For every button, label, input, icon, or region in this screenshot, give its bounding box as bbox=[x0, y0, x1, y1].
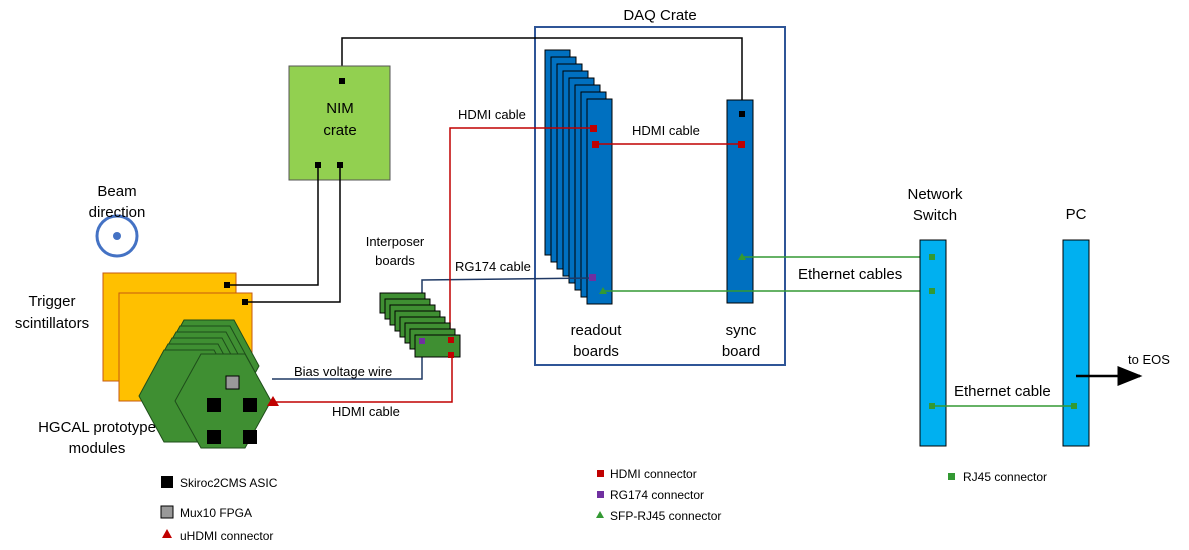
hdmi-cable-interposer-readout bbox=[449, 127, 594, 340]
hdmi-connector bbox=[738, 141, 745, 148]
beam-direction-icon bbox=[95, 214, 139, 258]
skiroc-asic bbox=[243, 430, 257, 444]
network-switch bbox=[919, 239, 947, 447]
ethernet-cable-label: Ethernet cable bbox=[954, 383, 1051, 400]
legend-rg174-label: RG174 connector bbox=[610, 488, 704, 502]
interposer-boards-stack bbox=[379, 292, 461, 358]
readout-boards-label-1: readout bbox=[571, 322, 623, 339]
nim-crate-label-1: NIM bbox=[326, 100, 354, 117]
hgcal-modules-stack bbox=[138, 319, 279, 449]
network-switch-label-1: Network bbox=[907, 186, 963, 203]
nim-crate-label-2: crate bbox=[323, 122, 356, 139]
nim-connector bbox=[315, 162, 321, 168]
trigger-label-1: Trigger bbox=[29, 293, 76, 310]
hdmi-connector bbox=[448, 337, 454, 343]
hdmi-cable-label-mid: HDMI cable bbox=[632, 123, 700, 138]
legend-sfp-swatch bbox=[596, 511, 604, 518]
readout-boards-label-2: boards bbox=[573, 343, 619, 360]
hdmi-connector bbox=[592, 141, 599, 148]
trigger-connector bbox=[224, 282, 230, 288]
mux10-fpga bbox=[225, 375, 240, 390]
hgcal-label-1: HGCAL prototype bbox=[38, 419, 156, 436]
legend-rg174-swatch bbox=[597, 491, 604, 498]
hdmi-cable-interposer-module bbox=[272, 356, 453, 403]
nim-connector bbox=[337, 162, 343, 168]
rj45-connector bbox=[929, 254, 935, 260]
nim-crate bbox=[288, 65, 391, 181]
skiroc-asic bbox=[207, 430, 221, 444]
legend-middle: HDMI connector RG174 connector SFP-RJ45 … bbox=[596, 467, 721, 523]
sfp-rj45-connector bbox=[738, 253, 746, 260]
hdmi-connector bbox=[448, 352, 454, 358]
hdmi-connector bbox=[590, 125, 597, 132]
to-eos-label: to EOS bbox=[1128, 352, 1170, 367]
legend-mux10-swatch bbox=[160, 505, 174, 519]
legend-mux10-label: Mux10 FPGA bbox=[180, 506, 252, 520]
rj45-connector bbox=[929, 288, 935, 294]
hdmi-cable-label-bottom: HDMI cable bbox=[332, 404, 400, 419]
nim-connector bbox=[339, 78, 345, 84]
legend-uhdmi-label: uHDMI connector bbox=[180, 529, 273, 543]
trigger-label-2: scintillators bbox=[15, 315, 89, 332]
legend-uhdmi-swatch bbox=[162, 529, 172, 538]
legend-rj45-label: RJ45 connector bbox=[963, 470, 1047, 484]
rg174-connector bbox=[589, 274, 596, 281]
rg174-connector bbox=[419, 338, 425, 344]
beam-direction-label-1: Beam bbox=[97, 183, 136, 200]
pc-label: PC bbox=[1066, 206, 1087, 223]
hdmi-cable-label-top: HDMI cable bbox=[458, 107, 526, 122]
sync-board-label-1: sync bbox=[726, 322, 757, 339]
sync-board bbox=[726, 99, 754, 304]
legend-hdmi-label: HDMI connector bbox=[610, 467, 697, 481]
nim-sync-cable bbox=[341, 37, 743, 114]
trigger-cable bbox=[227, 168, 319, 286]
skiroc-asic bbox=[243, 398, 257, 412]
daq-crate-title: DAQ Crate bbox=[623, 7, 696, 24]
readout-boards-stack bbox=[544, 49, 613, 305]
interposer-label-2: boards bbox=[375, 253, 415, 268]
legend-hdmi-swatch bbox=[597, 470, 604, 477]
rg174-cable-label: RG174 cable bbox=[455, 259, 531, 274]
legend-right: RJ45 connector bbox=[948, 470, 1047, 484]
sfp-rj45-connector bbox=[599, 287, 607, 294]
network-switch-label-2: Switch bbox=[913, 207, 957, 224]
legend-skiroc-swatch bbox=[161, 476, 173, 488]
legend-left: Skiroc2CMS ASIC Mux10 FPGA uHDMI connect… bbox=[160, 476, 278, 543]
ethernet-cables-label: Ethernet cables bbox=[798, 266, 902, 283]
skiroc-asic bbox=[207, 398, 221, 412]
trigger-connector bbox=[242, 299, 248, 305]
sync-nim-connector bbox=[739, 111, 745, 117]
legend-sfp-label: SFP-RJ45 connector bbox=[610, 509, 721, 523]
bias-voltage-label: Bias voltage wire bbox=[294, 364, 392, 379]
interposer-label-1: Interposer bbox=[366, 234, 425, 249]
sync-board-label-2: board bbox=[722, 343, 760, 360]
trigger-cable bbox=[245, 168, 341, 303]
beam-direction-label-2: direction bbox=[89, 204, 146, 221]
uhdmi-connector bbox=[267, 396, 279, 406]
daq-crate-frame bbox=[534, 26, 786, 366]
legend-rj45-swatch bbox=[948, 473, 955, 480]
pc-box bbox=[1062, 239, 1090, 447]
legend-skiroc-label: Skiroc2CMS ASIC bbox=[180, 476, 278, 490]
hgcal-label-2: modules bbox=[69, 440, 126, 457]
